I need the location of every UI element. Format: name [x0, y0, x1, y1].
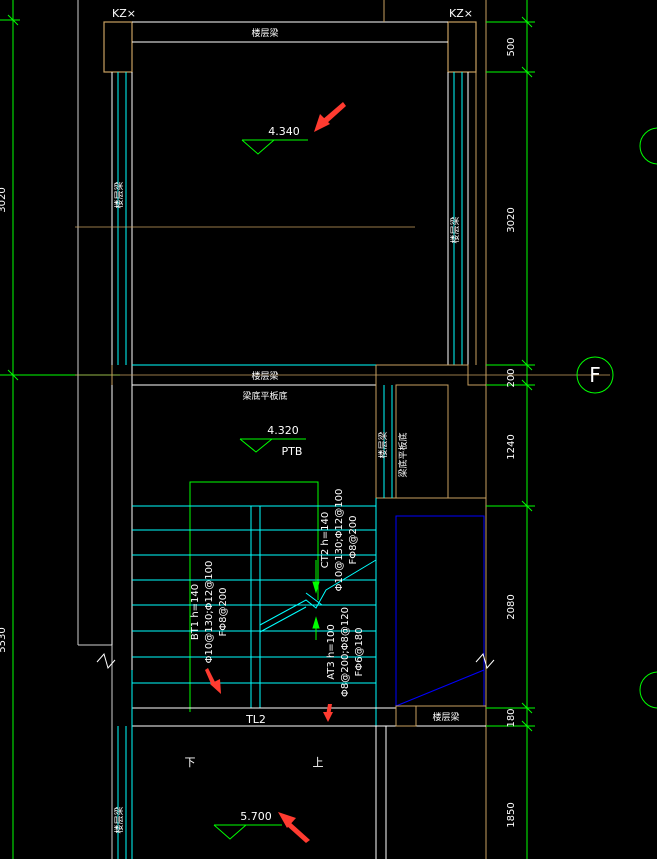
- red-arrow-lower: [278, 812, 310, 843]
- right-upper-beam-label: 楼层梁: [449, 216, 461, 243]
- bt1-line-1: BT1 h=140: [190, 584, 201, 640]
- center-axis-lines: [75, 226, 610, 376]
- break-marks: [96, 652, 495, 670]
- right-mid-block: [375, 364, 486, 499]
- right-dimension-chain: [486, 0, 535, 859]
- left-dim-5530: 5530: [0, 627, 8, 652]
- right-dim-1240: 1240: [506, 434, 517, 459]
- ct2-line-3: FΦ8@200: [348, 515, 359, 564]
- stair-direction-arrows: [312, 560, 320, 640]
- grid-bubble-lower[interactable]: [639, 671, 657, 709]
- right-mid-cyan: [383, 385, 393, 498]
- right-outer-wall: [475, 0, 487, 859]
- tl2-label: TL2: [245, 713, 266, 726]
- red-arrow-at3: [323, 704, 333, 722]
- bottom-left-beam-label: 楼层梁: [113, 806, 125, 833]
- right-dim-180: 180: [506, 708, 517, 727]
- red-arrow-bt1: [205, 668, 221, 694]
- column-label-right: KZ×: [449, 7, 473, 20]
- left-wall-lines: [111, 72, 133, 670]
- top-beam-label: 楼层梁: [251, 27, 278, 39]
- bt1-label-group: BT1 h=140 Φ10@130;Φ12@100 FΦ8@200: [190, 561, 229, 664]
- column-label-left: KZ×: [112, 7, 136, 20]
- left-upper-beam-label: 楼层梁: [113, 181, 125, 208]
- right-dim-3020: 3020: [506, 207, 517, 232]
- ct2-line-2: Φ10@130;Φ12@100: [334, 489, 345, 592]
- right-dim-200: 200: [506, 368, 517, 387]
- left-wall-cyan: [117, 72, 127, 365]
- left-dim-3020: 3020: [0, 187, 8, 212]
- lower-walls: [117, 726, 387, 859]
- bottom-beam-tl2: [131, 670, 486, 859]
- ct2-label-group: CT2 h=140 Φ10@130;Φ12@100 FΦ8@200: [320, 489, 359, 592]
- direction-down: 下: [185, 756, 196, 769]
- bottom-right-beam: [395, 705, 486, 727]
- slab-bottom-label: 梁底平板底: [242, 390, 287, 402]
- stair-break-symbol: [259, 559, 377, 633]
- right-dim-500: 500: [506, 37, 517, 56]
- stair-flight-outline: [189, 481, 319, 712]
- landing-slab-label: PTB: [282, 445, 303, 458]
- at3-line-3: FΦ6@180: [354, 627, 365, 676]
- mid-beam-label: 楼层梁: [251, 370, 278, 382]
- grid-bubble-f[interactable]: [576, 356, 614, 394]
- red-arrow-upper: [314, 102, 346, 132]
- ct2-line-1: CT2 h=140: [320, 512, 331, 568]
- bottom-right-beam-label: 楼层梁: [432, 711, 459, 723]
- right-mid-beam-label-b: 梁底平板底: [397, 432, 409, 477]
- elevation-marker-lower: [213, 824, 282, 840]
- left-outer-wall: [77, 0, 113, 859]
- bt1-line-3: FΦ8@200: [218, 587, 229, 636]
- bt1-line-2: Φ10@130;Φ12@100: [204, 561, 215, 664]
- elevation-lower: 5.700: [240, 810, 272, 823]
- right-dim-1850: 1850: [506, 802, 517, 827]
- right-wall-cyan: [453, 72, 463, 365]
- elevation-upper: 4.340: [268, 125, 300, 138]
- right-dim-2080: 2080: [506, 594, 517, 619]
- at3-line-1: AT3 h=100: [326, 624, 337, 680]
- at3-label-group: AT3 h=100 Φ8@200;Φ8@120 FΦ6@180: [326, 607, 365, 697]
- elevation-marker-landing: [239, 438, 306, 453]
- grid-bubble-upper[interactable]: [639, 127, 657, 165]
- elevation-landing: 4.320: [267, 424, 299, 437]
- top-beam: [132, 21, 448, 43]
- elevation-marker-upper: [241, 139, 308, 155]
- right-mid-beam-label-a: 楼层梁: [377, 431, 389, 458]
- direction-up: 上: [313, 756, 324, 769]
- grid-label-f: F: [589, 363, 601, 387]
- right-wall-lines: [447, 72, 469, 365]
- at3-line-2: Φ8@200;Φ8@120: [340, 607, 351, 697]
